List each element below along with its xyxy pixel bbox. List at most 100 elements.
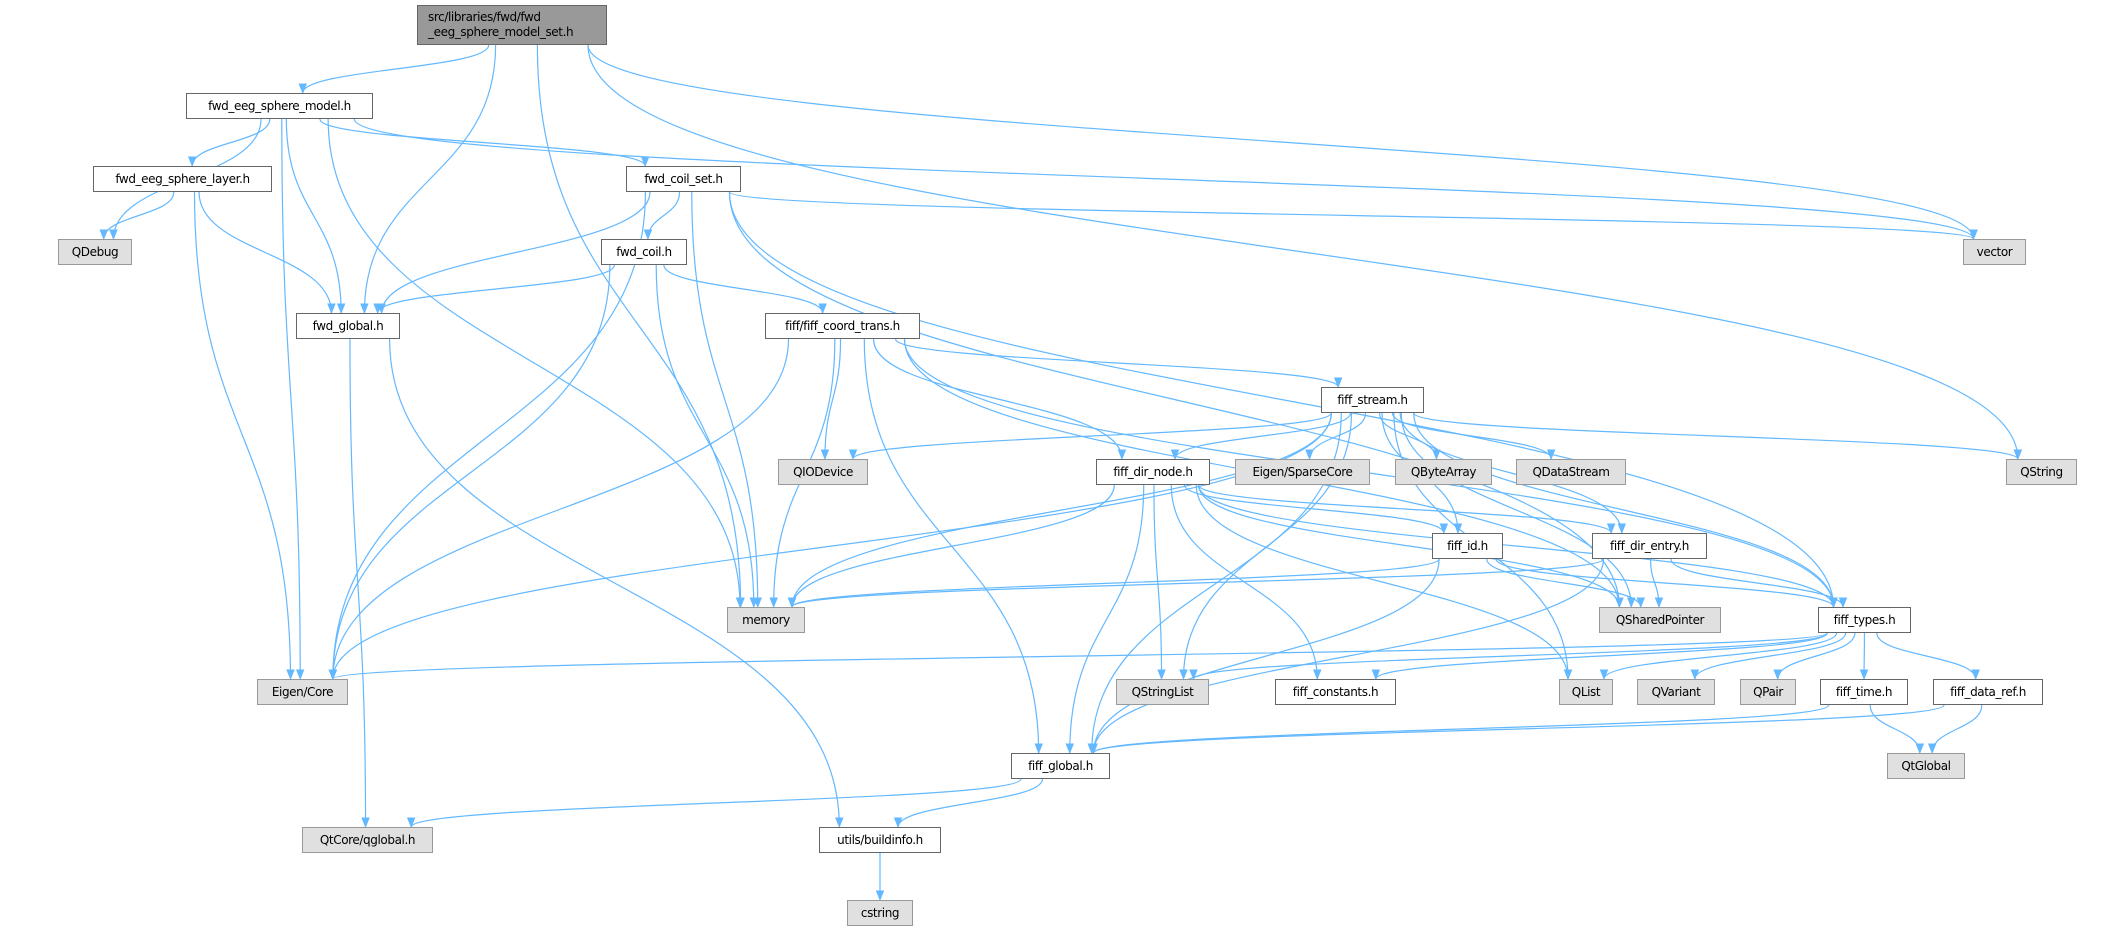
edge-types-to-constants <box>1371 632 1828 681</box>
edge-coil-to-eigencore <box>328 264 611 681</box>
edge-dirnode-to-memory <box>787 484 1115 609</box>
edge-coordtrans-to-dirnode <box>872 338 1127 461</box>
graph-node-qshared: QSharedPointer <box>1599 607 1721 633</box>
edge-model-to-coilset <box>319 118 650 168</box>
edge-coordtrans-to-eigencore <box>328 338 790 681</box>
graph-node-layer[interactable]: fwd_eeg_sphere_layer.h <box>93 166 272 192</box>
graph-node-types[interactable]: fiff_types.h <box>1818 607 1911 633</box>
edge-ffftime-to-qtglobal <box>1869 704 1925 755</box>
edge-model-to-memory <box>327 118 745 609</box>
edge-stream-to-eigencore <box>328 412 1332 681</box>
edge-fiffid-to-qshared <box>1486 558 1646 609</box>
edge-stream-to-qbytearray <box>1379 412 1441 461</box>
graph-node-vector: vector <box>1963 239 2026 265</box>
edge-layer-to-fwdglobal <box>198 191 336 315</box>
graph-node-eigencore: Eigen/Core <box>257 679 348 705</box>
edge-dirnode-to-direntry <box>1198 484 1616 535</box>
edge-root-to-qstring <box>587 44 2023 461</box>
edge-stream-to-qshared <box>1400 412 1636 609</box>
edge-coil-to-fwdglobal <box>373 264 615 315</box>
edge-dirnode-to-types <box>1198 484 1838 609</box>
graph-node-coordtrans[interactable]: fiff/fiff_coord_trans.h <box>765 313 920 339</box>
graph-node-stream[interactable]: fiff_stream.h <box>1321 387 1424 413</box>
edge-coilset-to-memory <box>691 191 763 609</box>
edge-fiffid-to-types <box>1495 558 1838 609</box>
edge-coilset-to-qshared <box>728 191 1624 609</box>
graph-node-buildinfo[interactable]: utils/buildinfo.h <box>819 827 941 853</box>
edge-model-to-fwdglobal <box>285 118 346 315</box>
graph-node-direntry[interactable]: fiff_dir_entry.h <box>1592 533 1707 559</box>
edge-fiffid-to-fiffglobal <box>1089 558 1440 755</box>
graph-node-qpair: QPair <box>1740 679 1796 705</box>
graph-node-qdebug: QDebug <box>58 239 132 265</box>
edge-stream-to-types <box>1413 412 1838 609</box>
edge-fiffglobal-to-qglobal <box>407 778 1022 829</box>
edge-dirnode-to-qlist <box>1195 484 1573 681</box>
graph-node-constants[interactable]: fiff_constants.h <box>1275 679 1396 705</box>
edge-coilset-to-types <box>728 191 1838 609</box>
edge-types-to-qstringlist <box>1189 632 1828 681</box>
graph-node-coil[interactable]: fwd_coil.h <box>601 239 687 265</box>
edge-dirnode-to-fiffglobal <box>1065 484 1145 755</box>
edge-fwdglobal-to-buildinfo <box>389 338 844 829</box>
edge-types-to-qpair <box>1773 632 1856 681</box>
edge-coil-to-memory <box>655 264 759 609</box>
graph-node-fiffglobal[interactable]: fiff_global.h <box>1011 753 1110 779</box>
edge-stream-to-memory <box>787 412 1332 609</box>
graph-node-ffftime[interactable]: fiff_time.h <box>1820 679 1908 705</box>
edge-stream-to-dirnode <box>1170 412 1352 461</box>
edge-stream-to-direntry <box>1399 412 1627 535</box>
edge-layer-to-qdebug <box>99 191 175 241</box>
edge-dataref-to-fiffglobal <box>1089 704 1945 755</box>
edge-coilset-to-fwdglobal <box>377 191 651 315</box>
graph-node-qvariant: QVariant <box>1637 679 1715 705</box>
graph-node-fiffid[interactable]: fiff_id.h <box>1432 533 1503 559</box>
graph-node-coilset[interactable]: fwd_coil_set.h <box>626 166 741 192</box>
edge-stream-to-qdatastream <box>1391 412 1556 461</box>
graph-node-qiodevice: QIODevice <box>778 459 868 485</box>
edge-coilset-to-coil <box>643 191 681 241</box>
graph-node-cstring: cstring <box>847 900 913 926</box>
edge-types-to-eigencore <box>329 632 1828 681</box>
edge-model-to-eigencore <box>281 118 305 681</box>
graph-node-qglobal: QtCore/qglobal.h <box>302 827 433 853</box>
edge-root-to-memory <box>536 44 745 609</box>
graph-node-qlist: QList <box>1559 679 1613 705</box>
edge-direntry-to-types <box>1670 558 1848 609</box>
graph-node-model[interactable]: fwd_eeg_sphere_model.h <box>186 93 373 119</box>
edge-ffftime-to-fiffglobal <box>1089 704 1830 755</box>
edge-types-to-qlist <box>1599 632 1838 681</box>
edge-types-to-qvariant <box>1690 632 1847 681</box>
edge-coilset-to-eigencore <box>328 191 646 681</box>
edge-stream-to-sparse <box>1305 412 1367 461</box>
graph-node-dirnode[interactable]: fiff_dir_node.h <box>1096 459 1210 485</box>
edge-model-to-layer <box>187 118 271 168</box>
graph-node-qstringlist: QStringList <box>1116 679 1209 705</box>
edge-coordtrans-to-qiodevice <box>820 338 842 461</box>
edge-stream-to-qstring <box>1413 412 2022 461</box>
graph-node-sparse: Eigen/SparseCore <box>1235 459 1370 485</box>
edge-coilset-to-vector <box>728 191 1978 241</box>
graph-node-qtglobal: QtGlobal <box>1887 753 1965 779</box>
graph-node-fwdglobal[interactable]: fwd_global.h <box>296 313 400 339</box>
graph-node-qbytearray: QByteArray <box>1395 459 1492 485</box>
edge-root-to-vector <box>587 44 1978 241</box>
edge-direntry-to-memory <box>788 558 1605 609</box>
edge-dirnode-to-qshared <box>1198 484 1624 609</box>
edge-direntry-to-qshared <box>1649 558 1664 609</box>
edge-coordtrans-to-stream <box>894 338 1343 389</box>
graph-node-dataref[interactable]: fiff_data_ref.h <box>1933 679 2043 705</box>
edge-fiffid-to-memory <box>787 558 1440 609</box>
graph-node-memory: memory <box>727 607 805 633</box>
edge-coil-to-coordtrans <box>663 264 827 315</box>
edge-dataref-to-qtglobal <box>1927 704 1983 755</box>
edge-layer-to-eigencore <box>193 191 295 681</box>
graph-node-root[interactable]: src/libraries/fwd/fwd _eeg_sphere_model_… <box>417 5 607 45</box>
edge-direntry-to-fiffglobal <box>1089 558 1605 755</box>
edge-fiffglobal-to-buildinfo <box>893 778 1044 829</box>
edge-fwdglobal-to-qglobal <box>349 338 370 829</box>
edge-types-to-dataref <box>1876 632 1980 681</box>
graph-node-qdatastream: QDataStream <box>1516 459 1626 485</box>
edge-root-to-model <box>298 44 490 95</box>
